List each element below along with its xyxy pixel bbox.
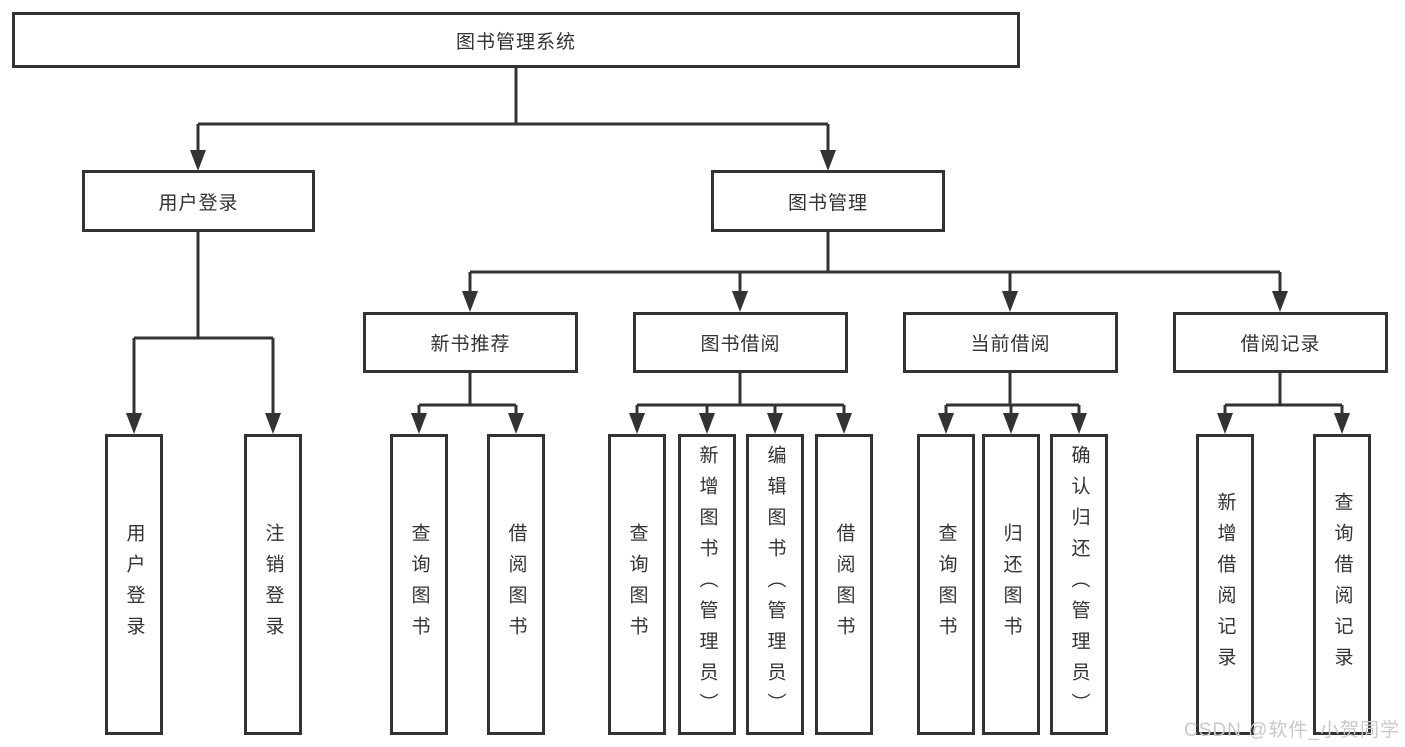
connector-borrowing-branch	[635, 373, 846, 414]
connector-book-mgmt-branch	[468, 232, 1282, 292]
leaf-label: 借阅图书	[833, 522, 855, 647]
arrow-icon	[699, 413, 715, 434]
arrow-icon	[508, 413, 524, 434]
leaf-label: 查询图书	[626, 522, 648, 647]
node-add-books-admin-leaf: 新增图书（管理员）	[678, 434, 736, 735]
node-borrow-books-leaf: 借阅图书	[815, 434, 873, 735]
node-current-borrowing: 当前借阅	[903, 312, 1118, 373]
leaf-label: 确认归还（管理员）	[1068, 445, 1090, 724]
node-book-management: 图书管理	[711, 170, 945, 232]
connector-records-branch	[1223, 373, 1344, 414]
arrow-icon	[1002, 291, 1018, 312]
node-user-login: 用户登录	[82, 170, 315, 232]
arrowheads	[126, 150, 1350, 434]
connector-root-branch	[196, 68, 830, 151]
connector-current-branch	[944, 373, 1081, 414]
node-new-book-recommendation: 新书推荐	[363, 312, 578, 373]
arrow-icon	[767, 413, 783, 434]
node-confirm-return-admin-leaf: 确认归还（管理员）	[1050, 434, 1108, 735]
leaf-label: 编辑图书（管理员）	[764, 445, 786, 724]
leaf-label: 新增借阅记录	[1214, 491, 1236, 678]
arrow-icon	[1071, 413, 1087, 434]
node-book-borrowing: 图书借阅	[633, 312, 848, 373]
arrow-icon	[126, 413, 142, 434]
leaf-label: 借阅图书	[505, 522, 527, 647]
node-query-books-leaf: 查询图书	[608, 434, 666, 735]
leaf-label: 注销登录	[262, 522, 284, 647]
node-logout-leaf: 注销登录	[244, 434, 302, 735]
arrow-icon	[938, 413, 954, 434]
node-user-login-leaf: 用户登录	[105, 434, 163, 735]
leaf-label: 查询图书	[935, 522, 957, 647]
node-query-books-leaf: 查询图书	[390, 434, 448, 735]
arrow-icon	[732, 291, 748, 312]
leaf-label: 新增图书（管理员）	[696, 445, 718, 724]
arrow-icon	[629, 413, 645, 434]
node-query-borrow-record-leaf: 查询借阅记录	[1313, 434, 1371, 735]
arrow-icon	[1272, 291, 1288, 312]
arrow-icon	[462, 291, 478, 312]
arrow-icon	[190, 150, 206, 171]
arrow-icon	[836, 413, 852, 434]
node-library-system: 图书管理系统	[12, 12, 1020, 68]
node-query-books-leaf: 查询图书	[917, 434, 975, 735]
arrow-icon	[1003, 413, 1019, 434]
node-return-books-leaf: 归还图书	[982, 434, 1040, 735]
leaf-label: 归还图书	[1000, 522, 1022, 647]
watermark: CSDN @软件_小贺同学	[1184, 720, 1400, 741]
leaf-label: 查询借阅记录	[1331, 491, 1353, 678]
connector-user-login-branch	[132, 232, 275, 414]
arrow-icon	[820, 150, 836, 171]
arrow-icon	[265, 413, 281, 434]
connector-new-books-branch	[417, 373, 518, 414]
node-borrow-books-leaf: 借阅图书	[487, 434, 545, 735]
node-add-borrow-record-leaf: 新增借阅记录	[1196, 434, 1254, 735]
leaf-label: 查询图书	[408, 522, 430, 647]
arrow-icon	[411, 413, 427, 434]
arrow-icon	[1217, 413, 1233, 434]
leaf-label: 用户登录	[123, 522, 145, 647]
node-borrowing-records: 借阅记录	[1173, 312, 1388, 373]
arrow-icon	[1334, 413, 1350, 434]
node-edit-books-admin-leaf: 编辑图书（管理员）	[746, 434, 804, 735]
